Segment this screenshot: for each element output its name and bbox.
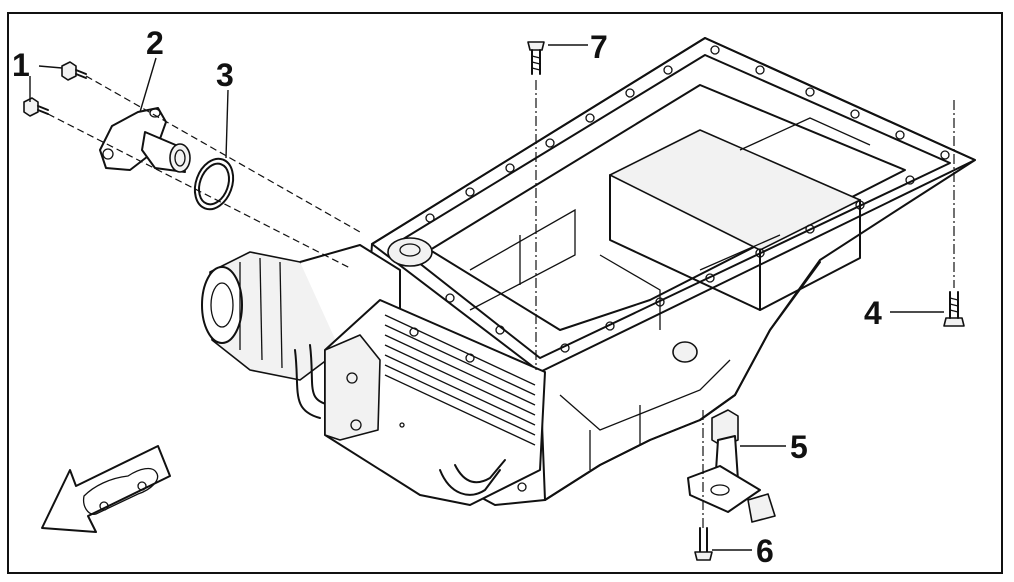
callout-5: 5 <box>790 429 808 465</box>
callout-3: 3 <box>216 57 234 93</box>
front-direction-arrow-icon <box>41 445 171 533</box>
oil-filter-housing <box>201 244 401 419</box>
part-1-bolts <box>23 61 87 117</box>
bolt-upper <box>61 61 87 81</box>
oil-cooler <box>324 299 546 506</box>
part-7-bolt <box>527 41 545 75</box>
callout-6: 6 <box>756 533 774 569</box>
diagram-frame <box>7 12 1003 574</box>
callout-labels: 1 2 3 4 5 6 7 <box>12 25 882 569</box>
part-5-oil-level-sensor <box>687 409 776 523</box>
part-3-o-ring <box>193 157 235 211</box>
callout-4: 4 <box>864 295 882 331</box>
assembly-lines <box>47 75 955 528</box>
flange-bolt-holes <box>425 45 950 353</box>
callout-7: 7 <box>590 29 608 65</box>
part-2-filler-pipe <box>99 107 191 173</box>
leader-lines <box>29 44 944 551</box>
part-6-bolt <box>694 527 713 561</box>
part-4-bolt <box>943 291 965 327</box>
bolt-lower <box>23 97 49 117</box>
callout-1: 1 <box>12 47 30 83</box>
callout-2: 2 <box>146 25 164 61</box>
